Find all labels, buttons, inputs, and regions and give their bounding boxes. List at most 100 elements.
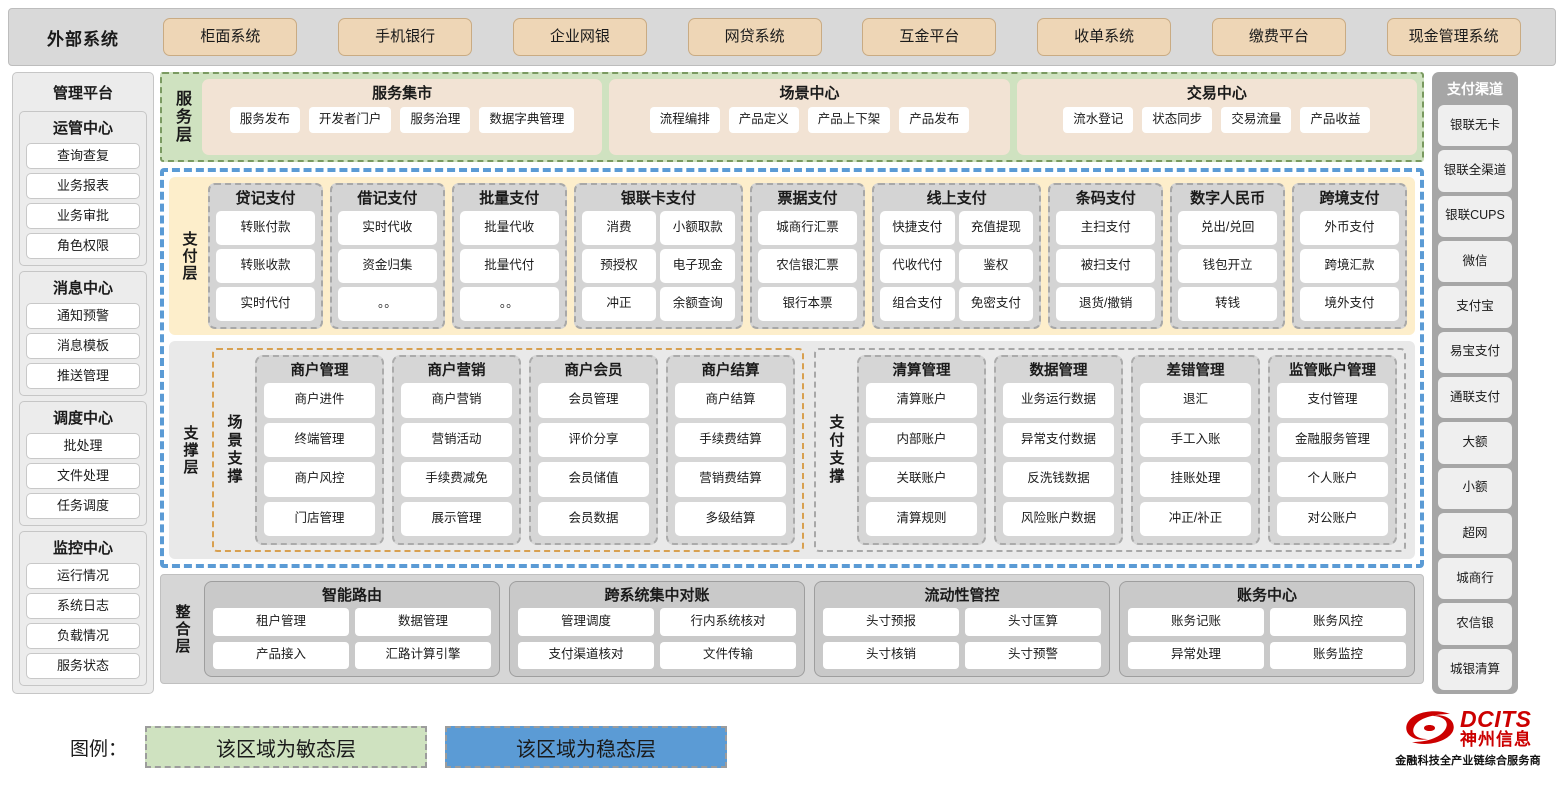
support-item[interactable]: 金融服务管理 <box>1277 422 1388 457</box>
integration-item[interactable]: 支付渠道核对 <box>518 641 654 669</box>
external-system-chip[interactable]: 现金管理系统 <box>1386 18 1521 56</box>
support-item[interactable]: 冲正/补正 <box>1140 501 1251 536</box>
service-item[interactable]: 交易流量 <box>1221 107 1292 133</box>
service-item[interactable]: 产品定义 <box>728 107 799 133</box>
management-item[interactable]: 查询查复 <box>26 143 140 169</box>
payment-channel-item[interactable]: 小额 <box>1438 467 1512 509</box>
support-item[interactable]: 商户结算 <box>675 383 786 418</box>
payment-channel-item[interactable]: 超网 <box>1438 512 1512 555</box>
payment-item[interactable]: 消费 <box>581 211 657 245</box>
payment-item[interactable]: 批量代付 <box>459 249 559 283</box>
payment-channel-item[interactable]: 微信 <box>1438 240 1512 283</box>
integration-item[interactable]: 租户管理 <box>213 608 349 636</box>
management-item[interactable]: 通知预警 <box>26 303 140 329</box>
payment-item[interactable]: 冲正 <box>581 287 657 321</box>
support-item[interactable]: 多级结算 <box>675 501 786 536</box>
service-item[interactable]: 产品收益 <box>1300 107 1371 133</box>
payment-item[interactable]: 转钱 <box>1178 287 1278 321</box>
support-item[interactable]: 手工入账 <box>1140 422 1251 457</box>
support-item[interactable]: 终端管理 <box>264 422 375 457</box>
payment-channel-item[interactable]: 城银清算 <box>1438 648 1512 691</box>
management-item[interactable]: 推送管理 <box>26 363 140 389</box>
management-item[interactable]: 运行情况 <box>26 563 140 589</box>
support-item[interactable]: 退汇 <box>1140 383 1251 418</box>
support-item[interactable]: 关联账户 <box>866 462 977 497</box>
support-item[interactable]: 营销费结算 <box>675 462 786 497</box>
integration-item[interactable]: 文件传输 <box>660 641 796 669</box>
service-item[interactable]: 服务治理 <box>400 107 471 133</box>
integration-item[interactable]: 数据管理 <box>355 608 491 636</box>
management-item[interactable]: 任务调度 <box>26 493 140 519</box>
support-item[interactable]: 对公账户 <box>1277 501 1388 536</box>
integration-item[interactable]: 头寸预报 <box>823 608 959 636</box>
integration-item[interactable]: 产品接入 <box>213 641 349 669</box>
payment-item[interactable]: 小额取款 <box>660 211 736 245</box>
support-item[interactable]: 评价分享 <box>538 422 649 457</box>
management-item[interactable]: 文件处理 <box>26 463 140 489</box>
support-item[interactable]: 商户进件 <box>264 383 375 418</box>
integration-item[interactable]: 行内系统核对 <box>660 608 796 636</box>
external-system-chip[interactable]: 企业网银 <box>512 18 647 56</box>
external-system-chip[interactable]: 柜面系统 <box>163 18 298 56</box>
management-item[interactable]: 系统日志 <box>26 593 140 619</box>
payment-item[interactable]: 电子现金 <box>660 249 736 283</box>
support-item[interactable]: 风险账户数据 <box>1003 501 1114 536</box>
external-system-chip[interactable]: 互金平台 <box>862 18 997 56</box>
payment-item[interactable]: 余额查询 <box>660 287 736 321</box>
payment-item[interactable]: 快捷支付 <box>879 211 955 245</box>
payment-item[interactable]: 预授权 <box>581 249 657 283</box>
payment-item[interactable]: 批量代收 <box>459 211 559 245</box>
payment-item[interactable]: 农信银汇票 <box>758 249 857 283</box>
support-item[interactable]: 会员管理 <box>538 383 649 418</box>
payment-item[interactable]: 境外支付 <box>1300 287 1399 321</box>
support-item[interactable]: 个人账户 <box>1277 462 1388 497</box>
service-item[interactable]: 数据字典管理 <box>479 107 575 133</box>
external-system-chip[interactable]: 手机银行 <box>338 18 473 56</box>
payment-item[interactable]: 银行本票 <box>758 287 857 321</box>
payment-item[interactable]: 代收代付 <box>879 249 955 283</box>
payment-channel-item[interactable]: 银联CUPS <box>1438 195 1512 237</box>
support-item[interactable]: 营销活动 <box>401 422 512 457</box>
payment-item[interactable]: 实时代收 <box>337 211 437 245</box>
payment-item[interactable]: 转账收款 <box>216 249 315 283</box>
support-item[interactable]: 异常支付数据 <box>1003 422 1114 457</box>
payment-item[interactable]: 外币支付 <box>1300 211 1399 245</box>
payment-channel-item[interactable]: 易宝支付 <box>1438 331 1512 373</box>
support-item[interactable]: 清算规则 <box>866 501 977 536</box>
service-item[interactable]: 产品发布 <box>899 107 970 133</box>
payment-item[interactable]: 实时代付 <box>216 287 315 321</box>
support-item[interactable]: 业务运行数据 <box>1003 383 1114 418</box>
payment-item[interactable]: 转账付款 <box>216 211 315 245</box>
service-item[interactable]: 状态同步 <box>1142 107 1213 133</box>
management-item[interactable]: 负载情况 <box>26 623 140 649</box>
integration-item[interactable]: 头寸匡算 <box>965 608 1101 636</box>
support-item[interactable]: 清算账户 <box>866 383 977 418</box>
payment-item[interactable]: 兑出/兑回 <box>1178 211 1278 245</box>
management-item[interactable]: 批处理 <box>26 433 140 459</box>
payment-item[interactable]: 。。 <box>459 287 559 321</box>
support-item[interactable]: 手续费结算 <box>675 422 786 457</box>
payment-item[interactable]: 退货/撤销 <box>1056 287 1156 321</box>
integration-item[interactable]: 汇路计算引擎 <box>355 641 491 669</box>
service-item[interactable]: 流程编排 <box>649 107 720 133</box>
support-item[interactable]: 门店管理 <box>264 501 375 536</box>
payment-channel-item[interactable]: 大额 <box>1438 422 1512 464</box>
support-item[interactable]: 挂账处理 <box>1140 462 1251 497</box>
support-item[interactable]: 商户营销 <box>401 383 512 418</box>
management-item[interactable]: 业务报表 <box>26 173 140 199</box>
payment-channel-item[interactable]: 支付宝 <box>1438 286 1512 328</box>
external-system-chip[interactable]: 网贷系统 <box>687 18 822 56</box>
integration-item[interactable]: 头寸预警 <box>965 641 1101 669</box>
payment-item[interactable]: 资金归集 <box>337 249 437 283</box>
external-system-chip[interactable]: 收单系统 <box>1037 18 1172 56</box>
payment-channel-item[interactable]: 农信银 <box>1438 603 1512 645</box>
payment-item[interactable]: 充值提现 <box>958 211 1034 245</box>
payment-channel-item[interactable]: 银联无卡 <box>1438 105 1512 147</box>
payment-item[interactable]: 钱包开立 <box>1178 249 1278 283</box>
payment-channel-item[interactable]: 银联全渠道 <box>1438 150 1512 192</box>
integration-item[interactable]: 账务监控 <box>1270 641 1406 669</box>
support-item[interactable]: 内部账户 <box>866 422 977 457</box>
support-item[interactable]: 会员储值 <box>538 462 649 497</box>
service-item[interactable]: 产品上下架 <box>807 107 891 133</box>
payment-item[interactable]: 城商行汇票 <box>758 211 857 245</box>
